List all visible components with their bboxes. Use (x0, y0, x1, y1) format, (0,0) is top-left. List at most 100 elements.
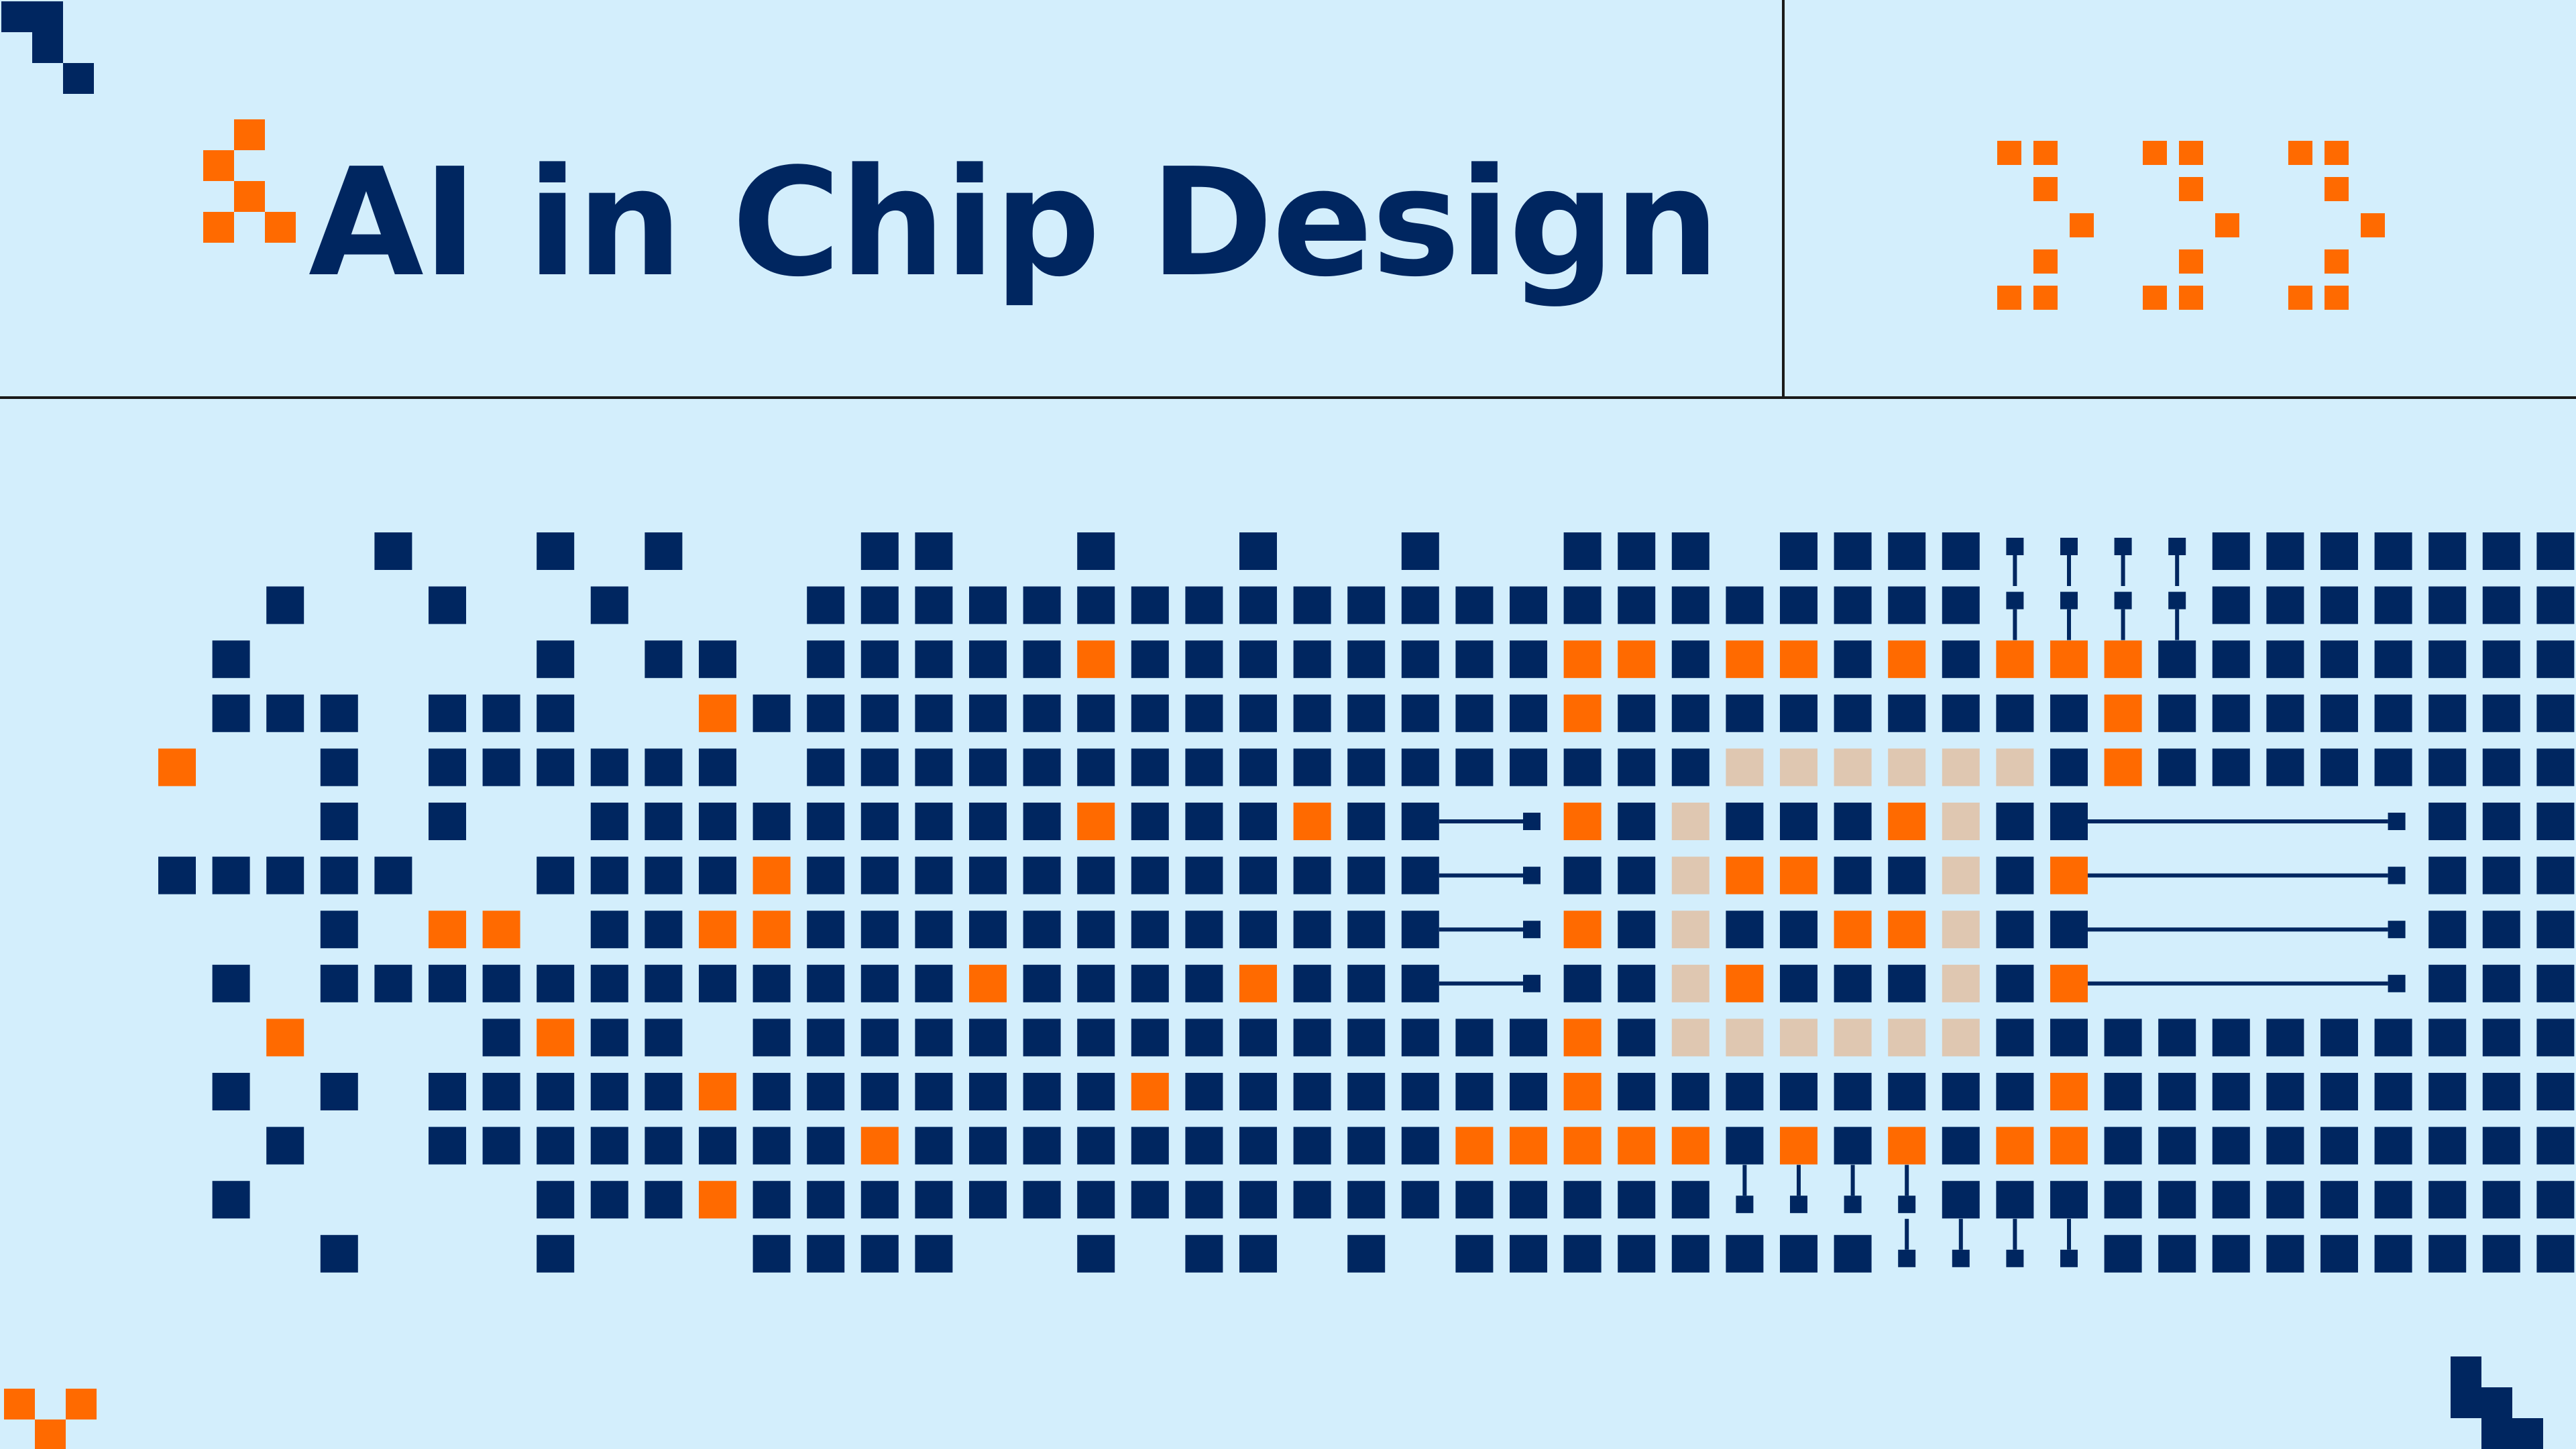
grid-cell (969, 1019, 1007, 1057)
grid-cell (1401, 748, 1439, 787)
grid-cell (429, 1126, 466, 1165)
grid-cell (2212, 748, 2250, 787)
grid-cell (915, 856, 953, 894)
grid-cell (429, 586, 466, 624)
grid-cell (2428, 856, 2467, 894)
grid-cell (752, 694, 791, 732)
grid-cell (2482, 1181, 2520, 1219)
grid-cell (212, 640, 250, 679)
grid-cell (1671, 1181, 1710, 1219)
grid-cell (1834, 964, 1872, 1002)
grid-cell-orange (1618, 640, 1656, 679)
grid-cell (1834, 1234, 1872, 1273)
pin-pad (1790, 1196, 1807, 1214)
grid-cell (1726, 694, 1764, 732)
pin-pad (2114, 538, 2132, 555)
grid-cell (645, 911, 683, 949)
grid-cell (537, 1234, 575, 1273)
grid-cell (2104, 1234, 2142, 1273)
grid-cell (2212, 532, 2250, 570)
grid-cell (1077, 1073, 1115, 1110)
grid-cell (1131, 1019, 1169, 1057)
chevron-pixel (2179, 286, 2203, 310)
grid-cell (2482, 856, 2520, 894)
grid-cell (1293, 1019, 1331, 1057)
grid-cell (1618, 532, 1656, 570)
grid-cell (1023, 694, 1061, 732)
grid-cell (590, 748, 628, 787)
grid-cell (429, 1073, 466, 1110)
grid-cell (807, 856, 845, 894)
grid-cell-orange (1888, 803, 1926, 840)
grid-cell (2482, 1019, 2520, 1057)
grid-cell (1510, 748, 1547, 787)
grid-cell (2482, 748, 2520, 787)
grid-cell (2374, 532, 2412, 570)
grid-cell (1455, 586, 1494, 624)
grid-cell (1293, 856, 1331, 894)
pin-pad (1952, 1249, 1970, 1267)
grid-cell (2428, 748, 2467, 787)
grid-cell (1293, 586, 1331, 624)
grid-cell-core (1834, 1019, 1872, 1057)
chevron-pixel (2361, 213, 2385, 237)
grid-cell-orange (969, 964, 1007, 1002)
grid-cell-orange (1131, 1073, 1169, 1110)
grid-cell (1239, 694, 1277, 732)
grid-cell (2374, 694, 2412, 732)
grid-cell (2158, 694, 2196, 732)
grid-cell (2320, 1181, 2358, 1219)
grid-cell (2428, 1181, 2467, 1219)
grid-cell (915, 640, 953, 679)
grid-cell (2158, 748, 2196, 787)
grid-cell (1185, 1019, 1223, 1057)
grid-cell-orange (699, 1073, 736, 1110)
grid-cell (1563, 748, 1602, 787)
corner-pixel (2481, 1387, 2512, 1418)
grid-cell-orange (1455, 1126, 1494, 1165)
grid-cell (1942, 532, 1980, 570)
grid-cell (915, 748, 953, 787)
grid-cell (1510, 640, 1547, 679)
grid-cell (1618, 1019, 1656, 1057)
grid-cell (1401, 694, 1439, 732)
grid-cell (1293, 1073, 1331, 1110)
chevron-pixel (2215, 213, 2239, 237)
grid-cell (212, 856, 250, 894)
grid-cell-core (1671, 1019, 1710, 1057)
grid-cell-orange (1077, 803, 1115, 840)
grid-cell (1239, 1181, 1277, 1219)
pin-pad (1898, 1249, 1916, 1267)
grid-cell (2536, 1234, 2575, 1273)
corner-pixel (2512, 1418, 2543, 1449)
corner-pixel (32, 1, 63, 32)
grid-cell (699, 964, 736, 1002)
grid-cell (1996, 964, 2034, 1002)
grid-cell (429, 694, 466, 732)
grid-cell-orange (482, 911, 520, 949)
grid-cell (860, 911, 899, 949)
grid-cell (1131, 964, 1169, 1002)
grid-cell (2158, 640, 2196, 679)
grid-cell (2266, 748, 2304, 787)
grid-cell (2266, 1234, 2304, 1273)
grid-cell (645, 964, 683, 1002)
grid-cell (2104, 1073, 2142, 1110)
grid-cell (482, 694, 520, 732)
grid-cell (482, 964, 520, 1002)
grid-cell (915, 586, 953, 624)
grid-cell (807, 1181, 845, 1219)
grid-cell (1618, 694, 1656, 732)
grid-cell (374, 856, 412, 894)
grid-cell (860, 640, 899, 679)
grid-cell (860, 532, 899, 570)
grid-cell (1023, 1073, 1061, 1110)
grid-cell-orange (2050, 1073, 2088, 1110)
grid-cell (1239, 586, 1277, 624)
grid-cell (2104, 1126, 2142, 1165)
grid-cell (1510, 1019, 1547, 1057)
grid-cell (2428, 911, 2467, 949)
pin-pad (1523, 866, 1541, 884)
grid-cell (2158, 1073, 2196, 1110)
grid-cell (2536, 803, 2575, 840)
